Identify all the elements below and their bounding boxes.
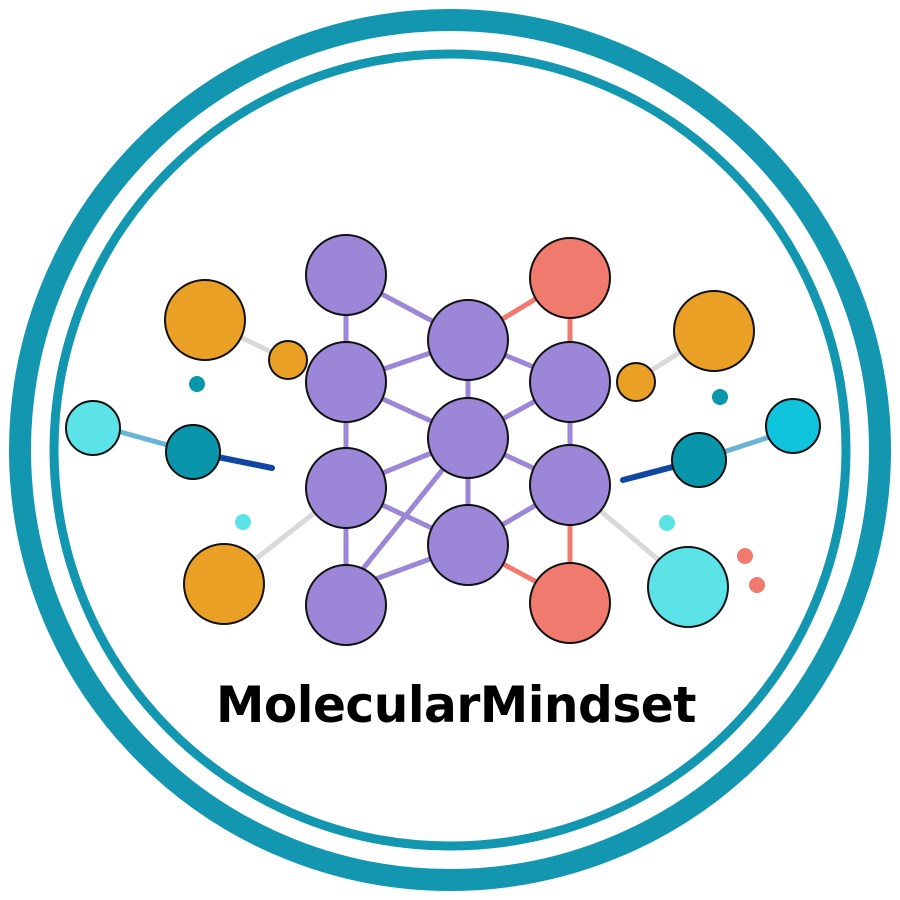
cyan-dot bbox=[659, 515, 675, 531]
logo-rings bbox=[9, 9, 891, 891]
purple-node bbox=[427, 299, 509, 381]
purple-node bbox=[427, 397, 509, 479]
teal-node bbox=[165, 424, 221, 480]
orange-node bbox=[183, 543, 265, 625]
outer-ring bbox=[9, 9, 891, 891]
purple-node bbox=[529, 444, 611, 526]
particles bbox=[189, 376, 765, 593]
cyan-node bbox=[65, 400, 121, 456]
purple-node bbox=[305, 564, 387, 646]
purple-node bbox=[529, 341, 611, 423]
purple-node bbox=[305, 341, 387, 423]
cyan-node bbox=[647, 546, 729, 628]
cyan-node bbox=[765, 398, 821, 454]
orange-node bbox=[268, 340, 308, 380]
purple-node bbox=[427, 504, 509, 586]
red-dot bbox=[749, 577, 765, 593]
teal-dot bbox=[189, 376, 205, 392]
inner-ring bbox=[49, 49, 851, 851]
purple-node bbox=[305, 234, 387, 316]
teal-dot bbox=[712, 389, 728, 405]
teal-node bbox=[671, 432, 727, 488]
orange-node bbox=[616, 362, 656, 402]
red-node bbox=[529, 237, 611, 319]
brand-title: MolecularMindset bbox=[216, 676, 696, 734]
cyan-dot bbox=[235, 514, 251, 530]
orange-node bbox=[164, 279, 246, 361]
orange-node bbox=[673, 290, 755, 372]
red-node bbox=[529, 562, 611, 644]
purple-node bbox=[305, 447, 387, 529]
atoms bbox=[65, 234, 821, 646]
red-dot bbox=[737, 548, 753, 564]
